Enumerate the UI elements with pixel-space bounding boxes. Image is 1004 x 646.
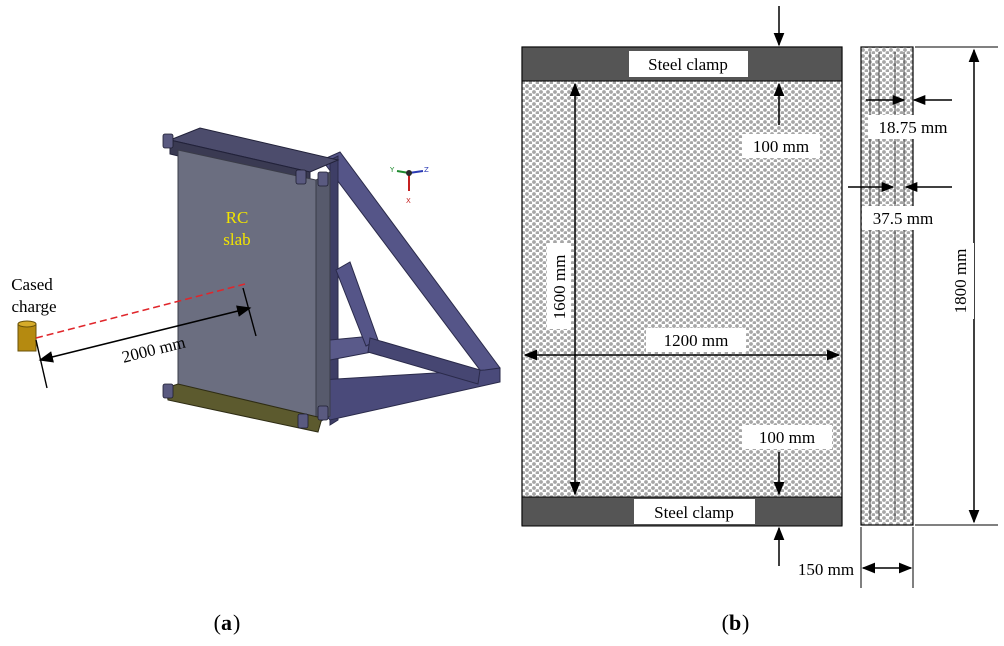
dim-375-label-box (862, 206, 946, 230)
dim-1600-label: 1600 mm (550, 255, 569, 320)
dim-1875-label-box (868, 115, 958, 139)
axis-y-label: Y (389, 166, 395, 174)
dim-1800-label-box (948, 243, 974, 319)
support-frame (319, 151, 501, 426)
dim-375-label: 37.5 mm (873, 209, 933, 228)
dim-1200-label-box (646, 328, 746, 352)
cased-charge (17, 320, 37, 352)
panel-a: RC slab Y Z X Cased charge 2000 mm ( a ) (11, 127, 501, 635)
slab-label-line2: slab (223, 230, 250, 249)
slab-label-line1: RC (226, 208, 249, 227)
caption-b-close: ) (742, 610, 749, 635)
caption-b-open: ( (722, 610, 729, 635)
dim-150-label: 150 mm (798, 560, 854, 579)
bolts (162, 133, 329, 429)
charge-label-line1: Cased (11, 275, 53, 294)
caption-a-close: ) (233, 610, 240, 635)
axis-z-label: Z (424, 166, 429, 174)
caption-b-letter: b (729, 610, 741, 635)
caption-a-letter: a (221, 610, 232, 635)
dim-1200-label: 1200 mm (664, 331, 729, 350)
dim-1600-label-box (547, 243, 571, 329)
bottom-clamp-label: Steel clamp (654, 503, 734, 522)
bottom-offset-label: 100 mm (759, 428, 815, 447)
axis-triad-icon: Y Z X (389, 166, 429, 205)
dim-1875-label: 18.75 mm (879, 118, 948, 137)
rc-slab (177, 149, 317, 425)
distance-arrow (38, 305, 252, 363)
distance-extension-left (35, 339, 48, 389)
axis-x-label: X (406, 197, 411, 205)
bottom-clamp-label-box (634, 499, 755, 524)
top-offset-label: 100 mm (753, 137, 809, 156)
bottom-offset-label-box (742, 425, 832, 449)
top-clamp-label-box (629, 51, 748, 77)
dim-150-label-box (792, 557, 860, 579)
panel-b: Steel clamp Steel clamp 100 mm 100 mm 16… (521, 6, 998, 635)
top-clamp-label: Steel clamp (648, 55, 728, 74)
caption-a-open: ( (214, 610, 221, 635)
dim-1800-label: 1800 mm (951, 249, 970, 314)
top-offset-label-box (742, 134, 820, 158)
charge-label-line2: charge (12, 297, 57, 316)
